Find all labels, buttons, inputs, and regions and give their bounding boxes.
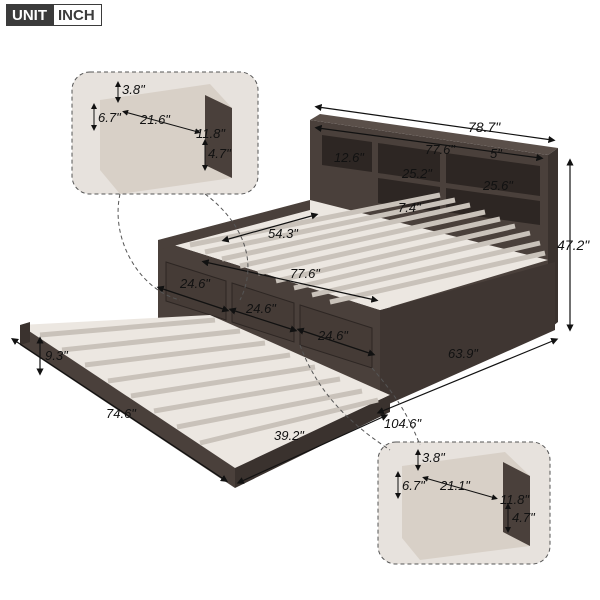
shelf-depth-label: 7.4": [398, 200, 422, 215]
unit-badge: UNIT INCH: [6, 4, 102, 26]
shelf-right-label: 25.6": [482, 178, 514, 193]
drawer-bottom-b: 6.7": [402, 478, 426, 493]
headboard-width-label: 77.6": [425, 142, 456, 157]
shelf-center-label: 25.2": [401, 166, 433, 181]
dimension-lines: [11, 103, 574, 484]
slat-width-label: 54.3": [268, 226, 299, 241]
inch-label: INCH: [53, 4, 102, 26]
trundle-height-label: 9.3": [45, 348, 69, 363]
drawer-bottom-c: 21.1": [439, 478, 471, 493]
trundle-width-label: 39.2": [274, 428, 305, 443]
drawer-detail-bottom: 3.8" 6.7" 21.1" 11.8" 4.7": [377, 441, 551, 565]
dimension-labels: 78.7" 77.6" 12.6" 5" 25.2" 25.6" 7.4" 47…: [45, 119, 590, 443]
drawer-top-e: 4.7": [208, 146, 232, 161]
bed-depth-label: 63.9": [448, 346, 479, 361]
drawer-top-b: 6.7": [98, 110, 122, 125]
total-height-label: 47.2": [557, 237, 590, 253]
drawer-bottom-e: 4.7": [512, 510, 536, 525]
unit-label: UNIT: [6, 4, 53, 26]
drawer-bottom-a: 3.8": [422, 450, 446, 465]
drawer-top-c: 21.6": [139, 112, 171, 127]
drawer-bottom-d: 11.8": [500, 492, 530, 507]
drawer-top-d: 11.8": [196, 126, 226, 141]
drawer-mid-label: 24.6": [245, 301, 277, 316]
callout-lines: [117, 193, 421, 451]
total-width-label: 78.7": [468, 119, 501, 135]
total-length-label: 104.6": [384, 416, 423, 431]
drawer-top-a: 3.8": [122, 82, 146, 97]
drawer-left-label: 24.6": [179, 276, 211, 291]
drawer-detail-top: 3.8" 6.7" 21.6" 11.8" 4.7": [71, 71, 259, 195]
shelf-height-label: 12.6": [334, 150, 365, 165]
trundle-length-label: 74.6": [106, 406, 137, 421]
shelf-small-label: 5": [490, 146, 503, 161]
slat-length-label: 77.6": [290, 266, 321, 281]
drawer-right-label: 24.6": [317, 328, 349, 343]
